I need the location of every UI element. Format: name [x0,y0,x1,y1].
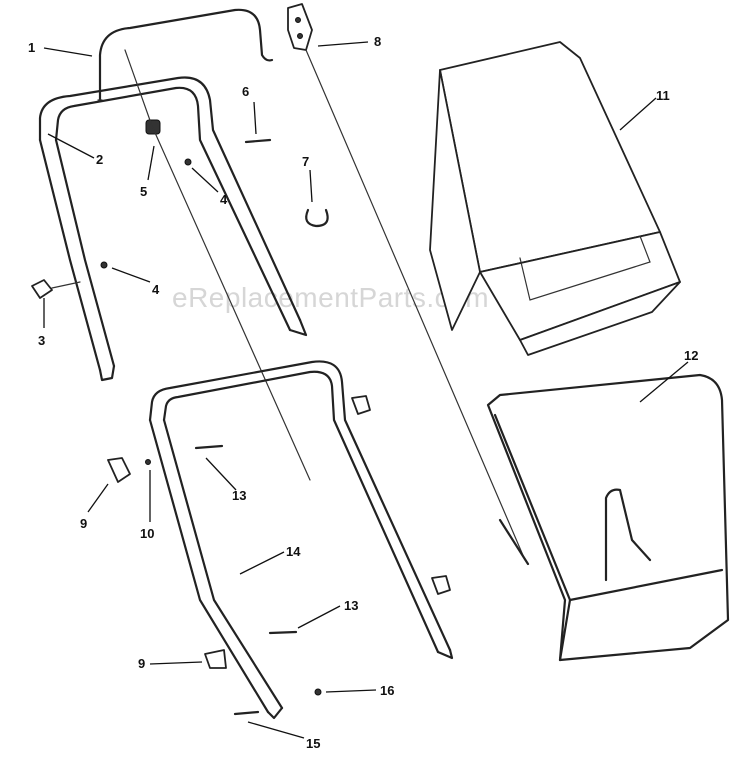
part-11-grass-bag [429,41,681,356]
part-15-bolt [233,710,260,716]
callout-2: 2 [96,152,103,167]
part-13-bolt-lower [268,630,298,635]
callout-15: 15 [306,736,320,751]
part-1-bail-bar [97,8,274,102]
part-16-nut [314,688,322,696]
part-6-bolt [244,138,272,144]
leader-lines [43,41,689,739]
callout-1: 1 [28,40,35,55]
callout-14: 14 [286,544,301,559]
callout-13b: 13 [344,598,358,613]
part-13-bolt-upper [194,444,224,450]
part-2-upper-handle [38,76,308,382]
part-4-nut-lower [100,261,108,269]
callout-12: 12 [684,348,698,363]
part-9-knob-upper [107,457,131,483]
part-12-bag-frame [486,373,730,662]
callout-11: 11 [656,88,670,103]
callout-10: 10 [140,526,154,541]
part-9-knob-right-lower [431,575,451,595]
control-cable [124,49,311,481]
part-10-washer [145,459,151,465]
callout-4b: 4 [152,282,160,297]
part-7-cable-tie [305,208,329,228]
part-8-control-lever [287,3,530,566]
part-9-knob-right-upper [351,395,371,415]
part-9-knob-lower [204,649,227,669]
part-3-knob [31,279,81,299]
callout-13a: 13 [232,488,246,503]
callout-16: 16 [380,683,394,698]
callout-6: 6 [242,84,249,99]
callout-5: 5 [140,184,147,199]
callout-8: 8 [374,34,381,49]
callout-7: 7 [302,154,309,169]
callout-9b: 9 [138,656,145,671]
part-14-lower-handle [148,360,454,720]
callout-4a: 4 [220,192,228,207]
part-4-nut-upper [184,158,192,166]
callout-3: 3 [38,333,45,348]
callout-9a: 9 [80,516,87,531]
watermark-text: eReplacementParts.com [172,282,490,313]
